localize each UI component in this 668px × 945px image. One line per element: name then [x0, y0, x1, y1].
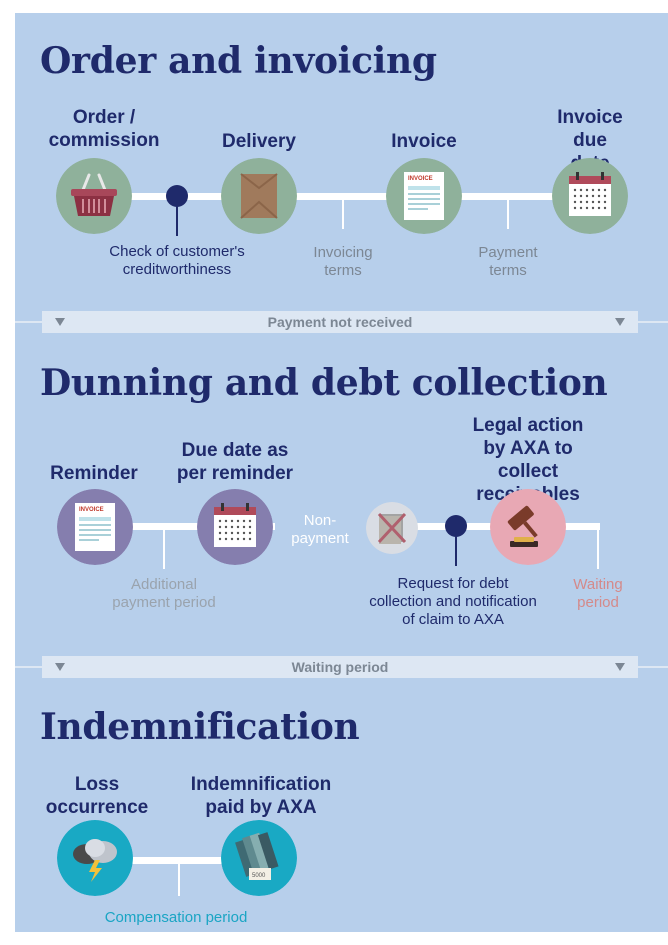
svg-text:INVOICE: INVOICE	[79, 507, 104, 513]
debt-request-marker	[445, 515, 467, 537]
step-label-order: Order / commission	[48, 107, 160, 151]
section-title-indemnification: Indemnification	[40, 706, 360, 748]
band-payment-not-received: Payment not received	[42, 311, 638, 333]
crossed-out-money-icon	[366, 502, 418, 554]
triangle-down-icon	[615, 318, 625, 326]
step-label-indemnification-paid: Indemnification paid by AXA	[190, 774, 332, 818]
band-label: Waiting period	[291, 659, 389, 675]
debt-request-stem	[455, 536, 457, 566]
band-extension-left	[15, 321, 42, 323]
svg-text:5000: 5000	[252, 873, 266, 879]
section-title-order: Order and invoicing	[40, 40, 437, 82]
note-credit-check: Check of customer's creditworthiness	[109, 243, 245, 278]
band-extension-right	[638, 666, 668, 668]
storm-cloud-icon	[57, 820, 133, 896]
timeline-indemnification	[95, 857, 260, 864]
credit-check-marker	[166, 185, 188, 207]
step-label-reminder: Reminder	[50, 463, 138, 484]
basket-icon	[56, 158, 132, 234]
note-compensation-period: Compensation period	[104, 909, 248, 926]
additional-period-tick	[163, 529, 165, 569]
triangle-down-icon	[55, 318, 65, 326]
timeline-order	[95, 193, 600, 200]
reminder-invoice-icon: INVOICE	[57, 489, 133, 565]
payment-terms-tick	[507, 199, 509, 229]
background-panel	[15, 13, 668, 932]
compensation-period-tick	[178, 864, 180, 896]
invoice-document-icon: INVOICE	[386, 158, 462, 234]
step-label-loss-occurrence: Loss occurrence	[45, 774, 149, 818]
credit-check-stem	[176, 206, 178, 236]
note-waiting-period: Waiting period	[573, 576, 623, 611]
step-label-invoice: Invoice	[391, 131, 457, 152]
note-invoicing-terms: Invoicing terms	[313, 244, 373, 279]
band-extension-right	[638, 321, 668, 323]
gavel-icon	[490, 489, 566, 565]
note-non-payment: Non- payment	[291, 512, 349, 547]
band-waiting-period: Waiting period	[42, 656, 638, 678]
note-additional-period: Additional payment period	[112, 576, 216, 611]
package-icon	[221, 158, 297, 234]
note-debt-request: Request for debt collection and notifica…	[369, 575, 537, 628]
triangle-down-icon	[55, 663, 65, 671]
timeline-dunning-a	[95, 523, 275, 530]
svg-text:INVOICE: INVOICE	[408, 176, 433, 182]
invoicing-terms-tick	[342, 199, 344, 229]
triangle-down-icon	[615, 663, 625, 671]
banknotes-icon: 5000	[221, 820, 297, 896]
step-label-delivery: Delivery	[222, 131, 296, 152]
waiting-period-tick	[597, 529, 599, 569]
band-label: Payment not received	[267, 314, 413, 330]
calendar-icon	[197, 489, 273, 565]
section-title-dunning: Dunning and debt collection	[40, 362, 608, 404]
calendar-icon	[552, 158, 628, 234]
step-label-due-date-reminder: Due date as per reminder	[176, 440, 294, 484]
note-payment-terms: Payment terms	[478, 244, 538, 279]
band-extension-left	[15, 666, 42, 668]
